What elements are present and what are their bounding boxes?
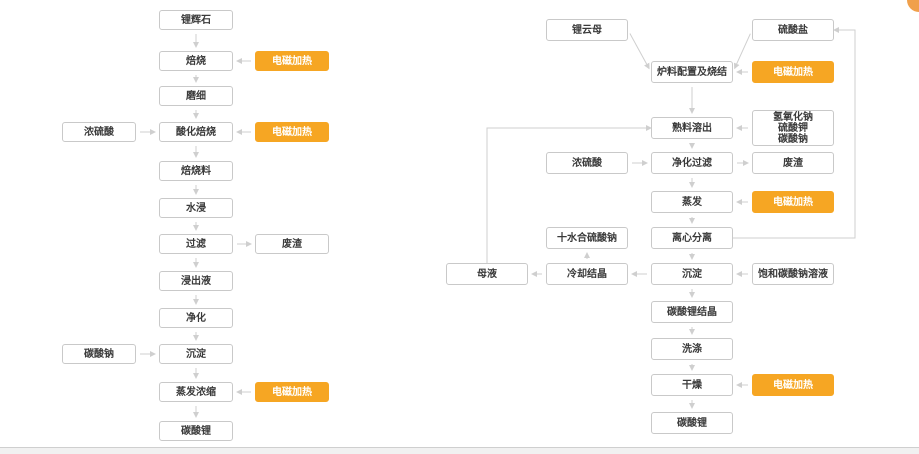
node-concentrated-sulfuric-acid: 浓硫酸 <box>546 152 628 174</box>
node-sodium-sulfate-decahydrate: 十水合硫酸钠 <box>546 227 628 249</box>
node-concentrated-sulfuric-acid: 浓硫酸 <box>62 122 136 142</box>
node-washing: 洗涤 <box>651 338 733 360</box>
node-saturated-sodium-carbonate-solution: 饱和碳酸钠溶液 <box>752 263 834 285</box>
node-evaporative-concentration: 蒸发浓缩 <box>159 382 233 402</box>
node-cooling-crystallization: 冷却结晶 <box>546 263 628 285</box>
node-waste-residue: 废渣 <box>255 234 329 254</box>
node-precipitation: 沉淀 <box>159 344 233 364</box>
node-acid-roasting: 酸化焙烧 <box>159 122 233 142</box>
node-drying: 干燥 <box>651 374 733 396</box>
node-sulfate: 硫酸盐 <box>752 19 834 41</box>
node-roasting: 焙烧 <box>159 51 233 71</box>
node-grinding: 磨细 <box>159 86 233 106</box>
node-mother-liquor: 母液 <box>446 263 528 285</box>
node-evaporation: 蒸发 <box>651 191 733 213</box>
node-centrifugal-separation: 离心分离 <box>651 227 733 249</box>
node-electromagnetic-heating: 电磁加热 <box>255 51 329 71</box>
node-electromagnetic-heating: 电磁加热 <box>752 191 834 213</box>
node-lithium-carbonate: 碳酸锂 <box>651 412 733 434</box>
node-byproducts: 氢氧化钠 硫酸钾 碳酸钠 <box>752 110 834 146</box>
node-water-leaching: 水浸 <box>159 198 233 218</box>
node-electromagnetic-heating: 电磁加热 <box>752 61 834 83</box>
node-purification-filtration: 净化过滤 <box>651 152 733 174</box>
node-electromagnetic-heating: 电磁加热 <box>255 122 329 142</box>
edge-r_centri-to-r_sulfate <box>733 27 856 239</box>
node-lithium-carbonate: 碳酸锂 <box>159 421 233 441</box>
node-electromagnetic-heating: 电磁加热 <box>752 374 834 396</box>
node-roasted-material: 焙烧料 <box>159 161 233 181</box>
node-clinker-dissolution: 熟料溶出 <box>651 117 733 139</box>
node-leachate: 浸出液 <box>159 271 233 291</box>
node-lithium-carbonate-crystals: 碳酸锂结晶 <box>651 301 733 323</box>
bottom-band <box>0 448 919 454</box>
node-electromagnetic-heating: 电磁加热 <box>255 382 329 402</box>
node-charge-preparation-sintering: 炉料配置及烧结 <box>651 61 733 83</box>
edge-r_mica-to-r_charge <box>629 33 650 70</box>
node-precipitation: 沉淀 <box>651 263 733 285</box>
node-filtration: 过滤 <box>159 234 233 254</box>
edge-r_mother-to-r_dissolve <box>486 125 652 263</box>
node-spodumene: 锂辉石 <box>159 10 233 30</box>
edge-r_sulfate-to-r_charge <box>733 33 751 70</box>
node-lepidolite: 锂云母 <box>546 19 628 41</box>
node-purification: 净化 <box>159 308 233 328</box>
bottom-divider <box>0 447 919 448</box>
node-sodium-carbonate: 碳酸钠 <box>62 344 136 364</box>
node-waste-residue: 废渣 <box>752 152 834 174</box>
